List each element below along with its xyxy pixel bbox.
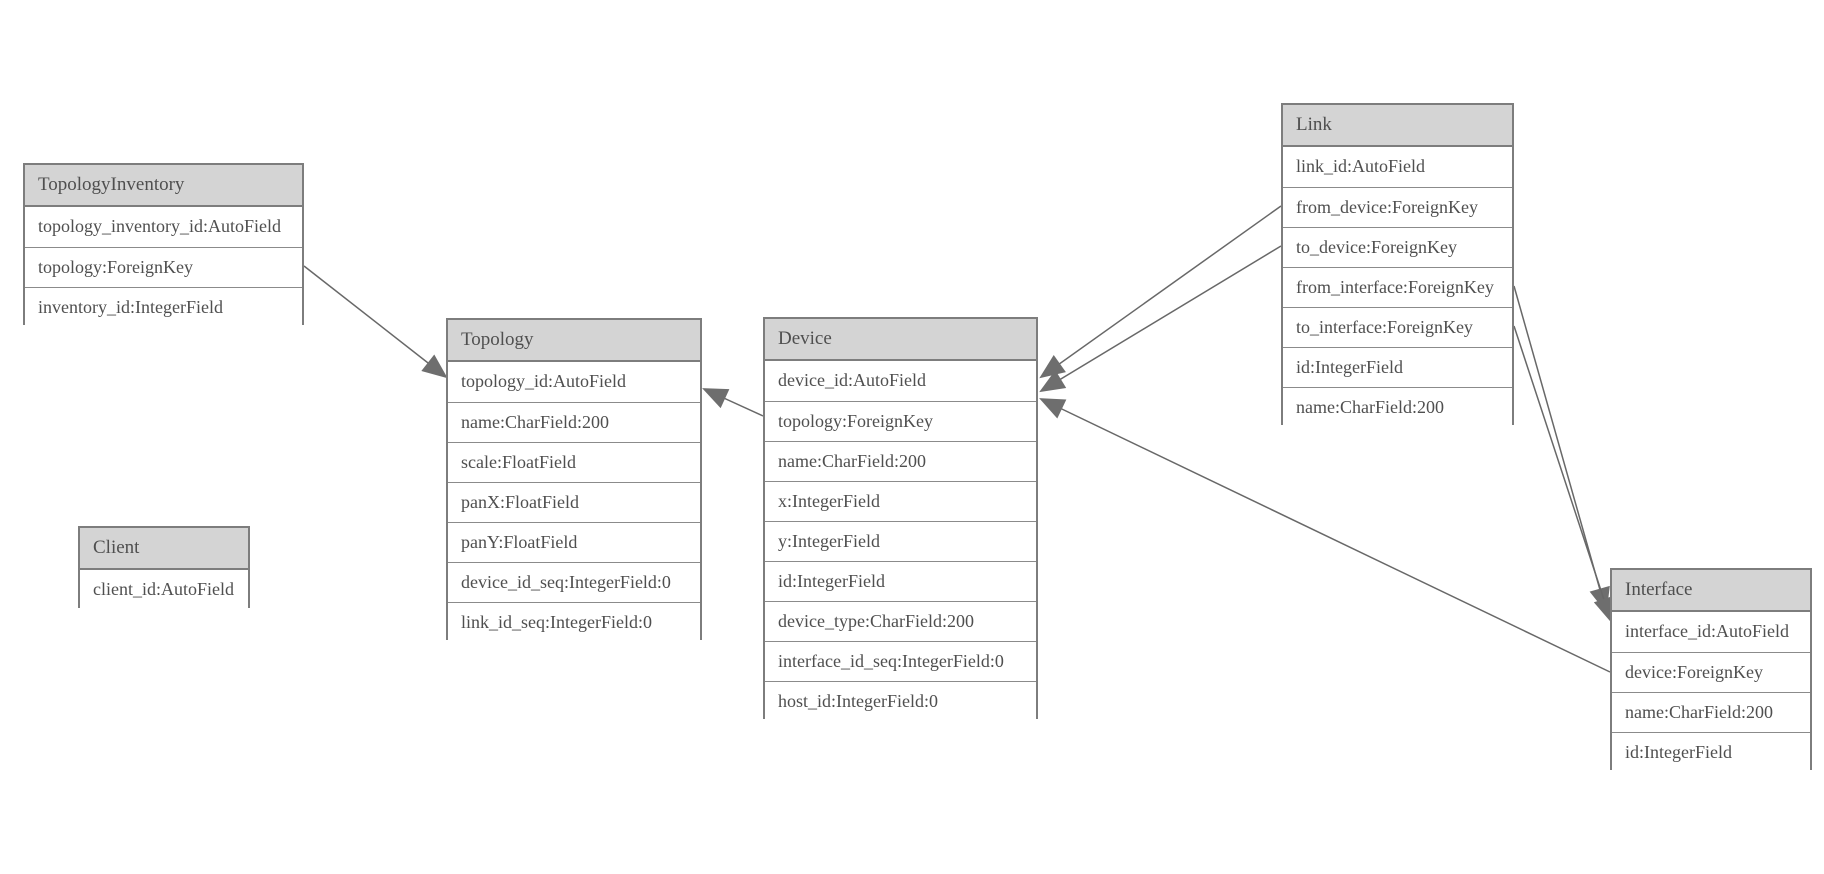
- entity-field-row: panY:FloatField: [448, 522, 700, 562]
- relationship-topologyinventory-topology-to-topology: [303, 265, 448, 379]
- entity-field-row: id:IntegerField: [1283, 347, 1512, 387]
- entity-field-row: device_type:CharField:200: [765, 601, 1036, 641]
- entity-field-row: link_id_seq:IntegerField:0: [448, 602, 700, 642]
- entity-field-row: name:CharField:200: [765, 441, 1036, 481]
- entity-field-row: name:CharField:200: [448, 402, 700, 442]
- entity-field-row: device:ForeignKey: [1612, 652, 1810, 692]
- entity-field-row: id:IntegerField: [765, 561, 1036, 601]
- entity-field-row: name:CharField:200: [1612, 692, 1810, 732]
- entity-title-link: Link: [1283, 105, 1512, 147]
- relationship-link-to_interface-to-interface: [1513, 325, 1614, 623]
- entity-title-topology: Topology: [448, 320, 700, 362]
- entity-field-row: topology_inventory_id:AutoField: [25, 207, 302, 247]
- entity-field-row: link_id:AutoField: [1283, 147, 1512, 187]
- relationship-link-from_interface-to-interface: [1513, 285, 1610, 614]
- relationship-link-to_device-to-device: [1039, 245, 1282, 393]
- entity-field-row: to_device:ForeignKey: [1283, 227, 1512, 267]
- entity-field-row: from_device:ForeignKey: [1283, 187, 1512, 227]
- entity-field-row: panX:FloatField: [448, 482, 700, 522]
- entity-field-row: to_interface:ForeignKey: [1283, 307, 1512, 347]
- entity-field-row: interface_id_seq:IntegerField:0: [765, 641, 1036, 681]
- entity-field-row: topology_id:AutoField: [448, 362, 700, 402]
- entity-field-row: interface_id:AutoField: [1612, 612, 1810, 652]
- entity-field-row: topology:ForeignKey: [25, 247, 302, 287]
- entity-field-row: client_id:AutoField: [80, 570, 248, 610]
- entity-field-row: device_id_seq:IntegerField:0: [448, 562, 700, 602]
- entity-field-row: x:IntegerField: [765, 481, 1036, 521]
- relationship-device-topology-to-topology: [702, 388, 764, 417]
- entity-title-client: Client: [80, 528, 248, 570]
- relationship-interface-device-to-device: [1039, 398, 1611, 673]
- entity-title-interface: Interface: [1612, 570, 1810, 612]
- entity-title-topology-inventory: TopologyInventory: [25, 165, 302, 207]
- entity-field-row: device_id:AutoField: [765, 361, 1036, 401]
- entity-field-row: host_id:IntegerField:0: [765, 681, 1036, 721]
- relationship-link-from_device-to-device: [1039, 205, 1282, 379]
- entity-field-row: name:CharField:200: [1283, 387, 1512, 427]
- entity-field-row: topology:ForeignKey: [765, 401, 1036, 441]
- entity-title-device: Device: [765, 319, 1036, 361]
- entity-field-row: from_interface:ForeignKey: [1283, 267, 1512, 307]
- entity-field-row: scale:FloatField: [448, 442, 700, 482]
- entity-field-row: y:IntegerField: [765, 521, 1036, 561]
- entity-field-row: inventory_id:IntegerField: [25, 287, 302, 327]
- entity-field-row: id:IntegerField: [1612, 732, 1810, 772]
